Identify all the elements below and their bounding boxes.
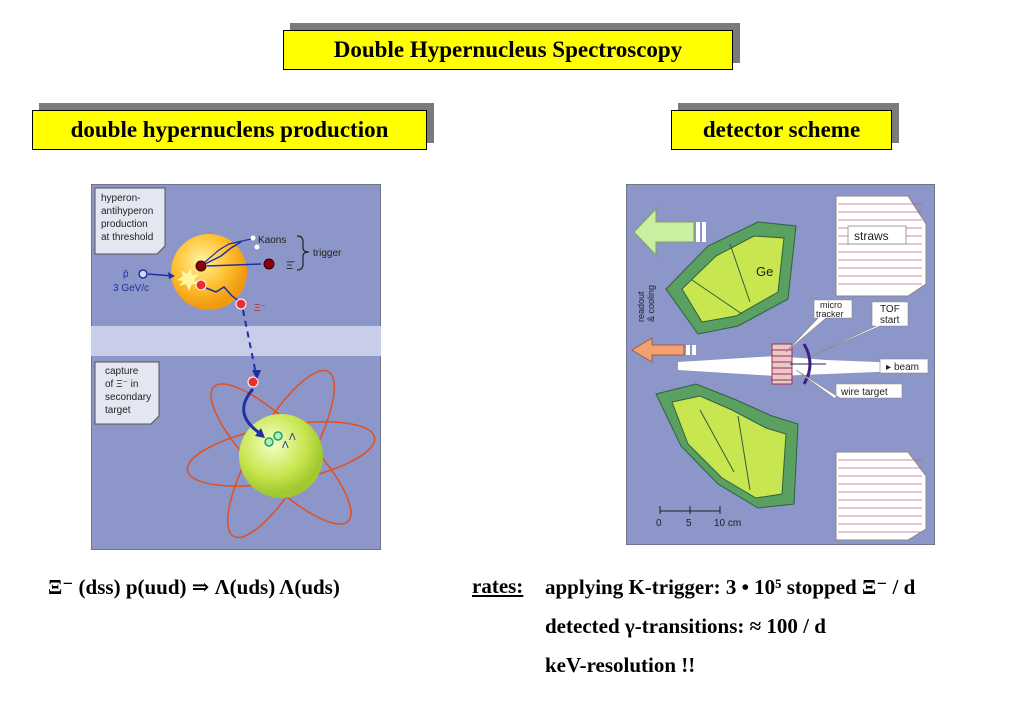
- xi-particle: [195, 279, 207, 291]
- xi-captured: [247, 376, 259, 388]
- hyperon-label-line1: hyperon-: [101, 193, 140, 204]
- readout-arrow: [633, 207, 695, 257]
- pbar-label: p̄: [123, 269, 129, 280]
- antixi-label: Ξ̄: [286, 260, 295, 272]
- hyperon-label-line4: at threshold: [101, 232, 153, 243]
- hyperon-label-line3: production: [101, 219, 148, 230]
- micro-tracker: [771, 343, 793, 385]
- hyperon-label-line2: antihyperon: [101, 206, 153, 217]
- ge-detector-upper: [665, 221, 797, 335]
- capture-label-box: [94, 361, 160, 425]
- beam-label-arrow: ▸: [886, 362, 891, 373]
- rates-gamma-line: detected γ-transitions: ≈ 100 / d: [545, 614, 826, 638]
- micro-tracker-label-line1: micro: [820, 300, 842, 310]
- scale-tick-10: 10 cm: [714, 518, 741, 529]
- xi-label: Ξ⁻: [254, 303, 266, 314]
- hyperon-label-box: [94, 187, 166, 255]
- lambda-label-1: Λ: [282, 440, 289, 451]
- trigger-label: trigger: [313, 248, 342, 259]
- straws-label: straws: [854, 229, 889, 243]
- capture-label-line3: secondary: [105, 392, 151, 403]
- secondary-target-band: [91, 326, 381, 356]
- tof-label-line1: TOF: [880, 304, 900, 315]
- pbar-particle: [138, 269, 148, 279]
- rates-trigger-line: applying K-trigger: 3 • 10⁵ stopped Ξ⁻ /…: [545, 575, 916, 599]
- page-title: Double Hypernucleus Spectroscopy: [283, 30, 733, 70]
- antixi-outgoing: [263, 258, 275, 270]
- xi-outgoing: [235, 298, 247, 310]
- straws-upper: [835, 195, 927, 297]
- antixi-particle: [195, 260, 207, 272]
- detector-diagram: readout & cooling Ge straws: [626, 184, 935, 545]
- production-diagram: hyperon- antihyperon production at thres…: [91, 184, 381, 550]
- rates-resolution-line: keV-resolution !!: [545, 653, 696, 677]
- scale-bar: [659, 506, 721, 514]
- reaction-equation: Ξ⁻ (dss) p(uud) ⇒ Λ(uds) Λ(uds): [48, 575, 340, 599]
- beam-pipe: [678, 356, 926, 376]
- capture-label-line4: target: [105, 405, 131, 416]
- wire-target-label: wire target: [840, 387, 888, 398]
- detector-heading: detector scheme: [671, 110, 892, 150]
- lambda-particle-1: [264, 437, 274, 447]
- kaon-particle-1: [250, 235, 256, 241]
- readout-label-line2: & cooling: [646, 285, 656, 322]
- capture-label-line1: capture: [105, 366, 139, 377]
- ge-label: Ge: [756, 264, 773, 279]
- scale-tick-5: 5: [686, 518, 692, 529]
- micro-tracker-label-line2: tracker: [816, 309, 844, 319]
- kaon-particle-2: [254, 244, 260, 250]
- beam-label: beam: [894, 362, 919, 373]
- scale-tick-0: 0: [656, 518, 662, 529]
- straws-lower: [835, 451, 927, 541]
- trigger-brace: [296, 235, 310, 271]
- kaons-label: Kaons: [258, 235, 286, 246]
- tof-label-line2: start: [880, 315, 900, 326]
- ge-detector-lower: [655, 383, 799, 509]
- cooling-arrow: [631, 337, 685, 363]
- readout-label-line1: readout: [636, 291, 646, 322]
- rates-label: rates:: [472, 574, 524, 598]
- capture-label-line2: of Ξ⁻ in: [105, 379, 138, 390]
- collision-star: [177, 268, 199, 291]
- lambda-label-2: Λ: [289, 432, 296, 443]
- production-heading: double hypernuclens production: [32, 110, 427, 150]
- momentum-label: 3 GeV/c: [113, 283, 149, 294]
- lambda-particle-2: [273, 431, 283, 441]
